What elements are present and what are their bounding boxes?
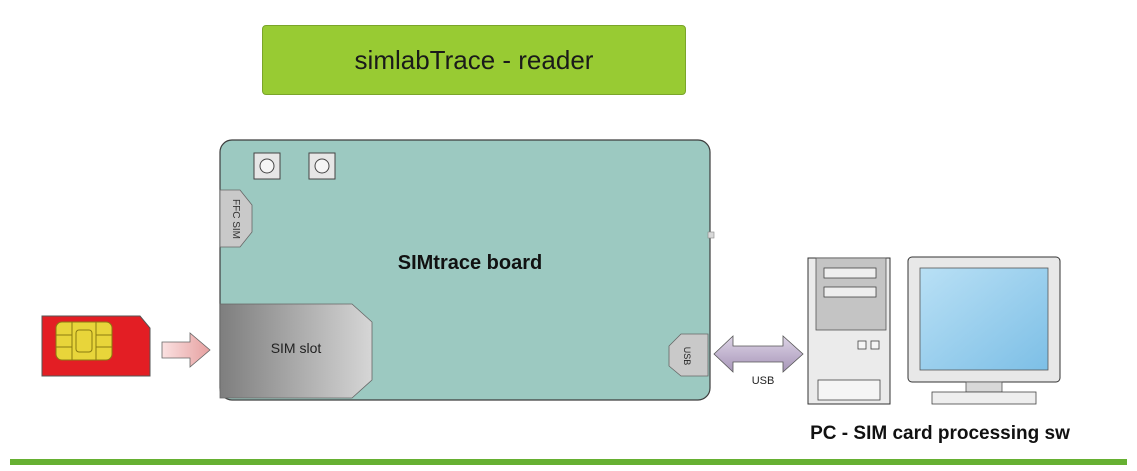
double-arrow-icon (713, 335, 804, 373)
board-button-2 (308, 152, 336, 180)
board-button-1 (253, 152, 281, 180)
bottom-divider (10, 459, 1127, 465)
usb-port-label: USB (682, 346, 692, 366)
title-banner: simlabTrace - reader (262, 25, 686, 95)
usb-port (668, 333, 709, 377)
pc-label: PC - SIM card processing sw (810, 423, 1070, 444)
usb-connection-label: USB (751, 375, 775, 387)
ffc-sim-connector (219, 189, 253, 248)
sim-slot (219, 303, 373, 399)
title-text: simlabTrace - reader (354, 44, 594, 75)
sim-slot-label: SIM slot (270, 340, 322, 356)
arrow-right-icon (161, 332, 211, 368)
ffc-sim-label: FFC SIM (230, 199, 241, 239)
sim-card-icon (41, 315, 151, 377)
monitor-icon (907, 256, 1061, 405)
pc-tower-icon (807, 257, 891, 405)
board-label: SIMtrace board (397, 252, 543, 274)
